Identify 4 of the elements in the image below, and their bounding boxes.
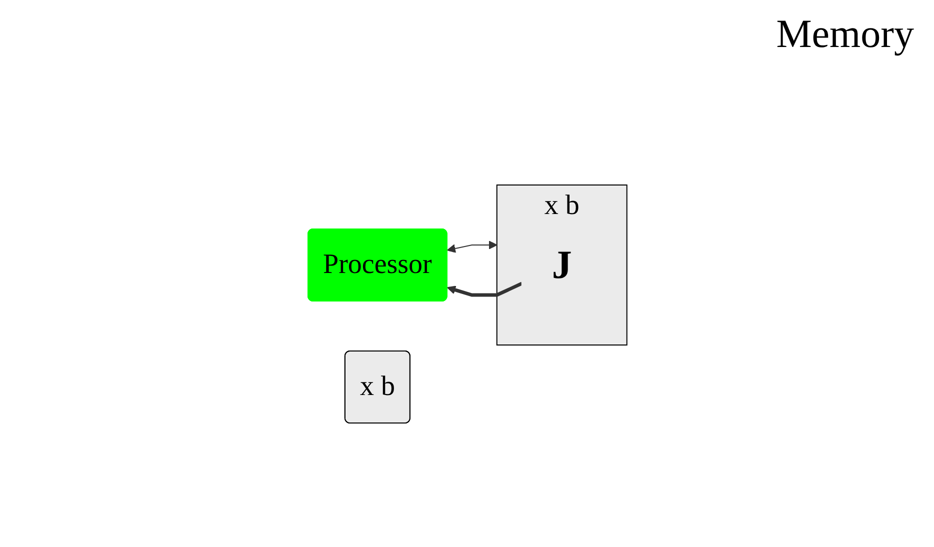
arrow [446, 240, 497, 252]
arrow [446, 281, 522, 296]
memory-heading: Memory [776, 10, 914, 57]
node-text: J [551, 242, 572, 286]
